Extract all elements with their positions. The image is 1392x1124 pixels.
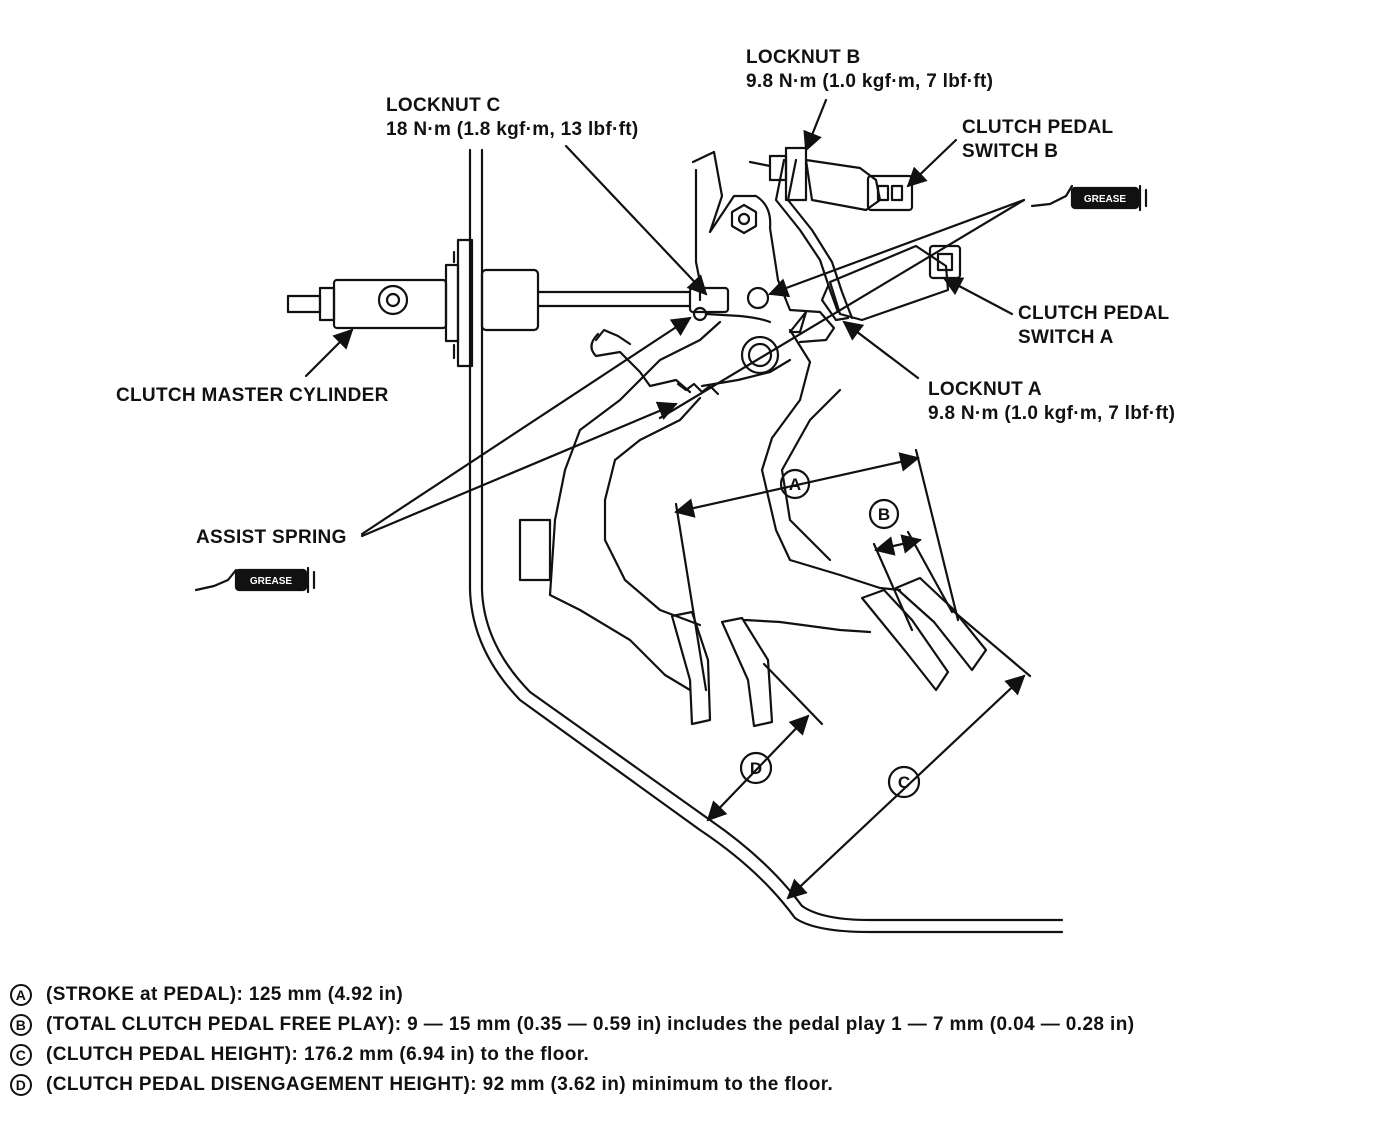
dimension-a: [674, 448, 960, 692]
clutch-master-cylinder: [286, 238, 692, 368]
legend-marker-c: C: [10, 1044, 32, 1066]
legend-row-a: A (STROKE at PEDAL): 125 mm (4.92 in): [10, 980, 1385, 1010]
dimension-marker-d: D: [750, 759, 762, 778]
dimension-d: [706, 662, 824, 822]
marker-d-circle: [739, 751, 773, 785]
locknut-a-torque: 9.8 N·m (1.0 kgf·m, 7 lbf·ft): [928, 403, 1176, 424]
clutch-pedal-switch-b-label-line2: SWITCH B: [962, 141, 1059, 162]
clutch-pedal-arm: [518, 320, 872, 728]
legend-row-b: B (TOTAL CLUTCH PEDAL FREE PLAY): 9 — 15…: [10, 1010, 1385, 1040]
dimension-c: [786, 608, 1032, 900]
legend-marker-a: A: [10, 984, 32, 1006]
legend-text-b: (TOTAL CLUTCH PEDAL FREE PLAY): 9 — 15 m…: [46, 1014, 1135, 1035]
locknut-c-title: LOCKNUT C: [386, 95, 501, 116]
legend-row-d: D (CLUTCH PEDAL DISENGAGEMENT HEIGHT): 9…: [10, 1070, 1385, 1100]
grease-label-top: GREASE: [1084, 194, 1127, 205]
specification-legend: A (STROKE at PEDAL): 125 mm (4.92 in) B …: [10, 980, 1385, 1100]
marker-a-circle: [779, 468, 811, 500]
grease-applicator-top: [1030, 184, 1148, 212]
marker-c-circle: [887, 765, 921, 799]
legend-marker-d: D: [10, 1074, 32, 1096]
clutch-master-cylinder-label: CLUTCH MASTER CYLINDER: [116, 385, 389, 406]
locknut-b-torque: 9.8 N·m (1.0 kgf·m, 7 lbf·ft): [746, 71, 994, 92]
dimension-marker-c: C: [898, 773, 910, 792]
clutch-pedal-switch-a-label-line2: SWITCH A: [1018, 327, 1114, 348]
assist-spring-label: ASSIST SPRING: [196, 527, 347, 548]
marker-b-circle: [868, 498, 900, 530]
locknut-b-title: LOCKNUT B: [746, 47, 861, 68]
dimension-b: [872, 530, 954, 632]
dimension-marker-a: A: [789, 475, 801, 494]
legend-row-c: C (CLUTCH PEDAL HEIGHT): 176.2 mm (6.94 …: [10, 1040, 1385, 1070]
brake-pedal: [780, 388, 988, 692]
clutch-pedal-switch-b-label-line1: CLUTCH PEDAL: [962, 117, 1114, 138]
dimension-marker-b: B: [878, 505, 890, 524]
clutch-pedal-switch-b: [748, 146, 914, 320]
firewall-floor-line: [468, 148, 1064, 934]
locknut-a-title: LOCKNUT A: [928, 379, 1042, 400]
legend-text-d: (CLUTCH PEDAL DISENGAGEMENT HEIGHT): 92 …: [46, 1074, 834, 1095]
grease-applicator-bottom: [194, 566, 316, 594]
legend-text-c: (CLUTCH PEDAL HEIGHT): 176.2 mm (6.94 in…: [46, 1044, 590, 1065]
grease-label-bottom: GREASE: [250, 576, 293, 587]
legend-marker-b: B: [10, 1014, 32, 1036]
clutch-pedal-switch-a-label-line1: CLUTCH PEDAL: [1018, 303, 1170, 324]
locknut-c-torque: 18 N·m (1.8 kgf·m, 13 lbf·ft): [386, 119, 639, 140]
leader-lines: [304, 98, 1026, 538]
legend-text-a: (STROKE at PEDAL): 125 mm (4.92 in): [46, 984, 404, 1005]
